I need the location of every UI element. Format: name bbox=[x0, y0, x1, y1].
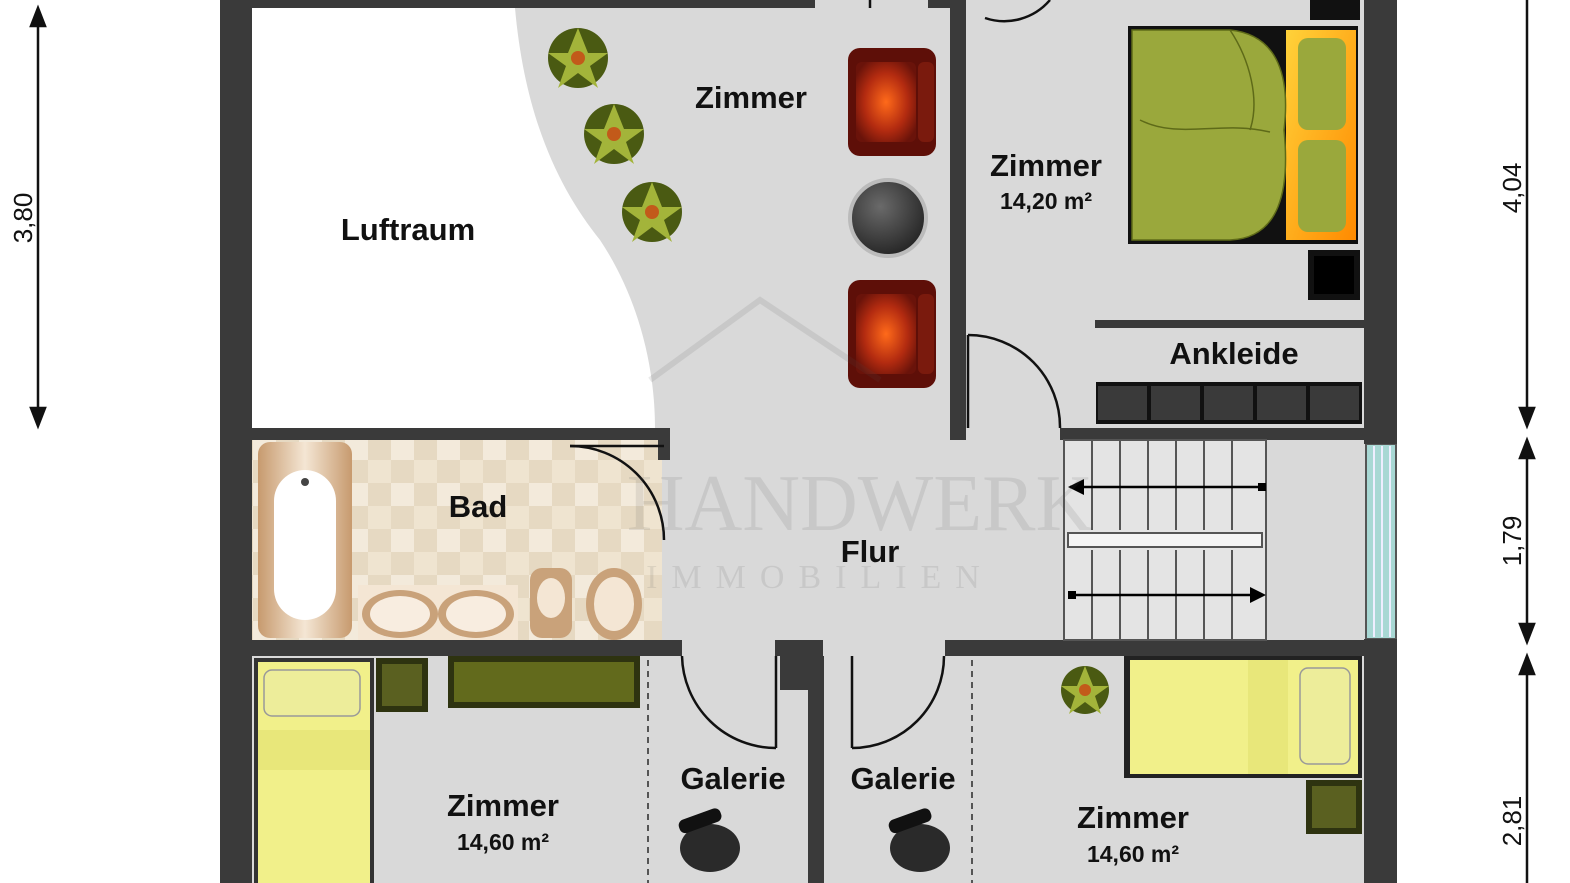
bathtub bbox=[258, 442, 352, 638]
svg-text:IMMOBILIEN: IMMOBILIEN bbox=[646, 559, 994, 596]
room-label-zimmer-top-middle: Zimmer bbox=[695, 80, 807, 115]
room-area-zimmer-top-right: 14,20 m² bbox=[1000, 188, 1092, 214]
staircase bbox=[1063, 439, 1267, 641]
dimension-label-right-top: 4,04 bbox=[1497, 163, 1527, 214]
plant-1 bbox=[548, 28, 608, 88]
dimension-line-left bbox=[29, 4, 47, 430]
bidet bbox=[586, 568, 642, 640]
room-label-zimmer-bottom-left: Zimmer bbox=[447, 788, 559, 823]
room-label-ankleide: Ankleide bbox=[1169, 336, 1298, 371]
dimension-label-left: 3,80 bbox=[8, 193, 38, 244]
double-bed bbox=[1128, 26, 1358, 244]
nightstand-top bbox=[1310, 0, 1360, 20]
svg-text:HANDWERK: HANDWERK bbox=[627, 460, 1094, 548]
office-chair-left bbox=[678, 808, 740, 872]
door-swings bbox=[569, 0, 1062, 750]
room-label-luftraum: Luftraum bbox=[341, 212, 475, 247]
toilet bbox=[530, 568, 572, 638]
washbasins bbox=[358, 585, 518, 640]
room-label-galerie-right: Galerie bbox=[850, 761, 955, 796]
dimension-line-right-bottom bbox=[1518, 652, 1536, 883]
walls bbox=[220, 0, 1397, 883]
room-label-zimmer-top-right: Zimmer bbox=[990, 148, 1102, 183]
room-area-zimmer-bottom-right: 14,60 m² bbox=[1087, 841, 1179, 867]
plant-4 bbox=[1061, 666, 1109, 714]
room-label-bad: Bad bbox=[449, 489, 508, 524]
plant-3 bbox=[622, 182, 682, 242]
round-table bbox=[848, 178, 928, 258]
dimension-label-right-bottom: 2,81 bbox=[1497, 796, 1527, 847]
single-bed-left bbox=[254, 658, 374, 883]
plant-2 bbox=[584, 104, 644, 164]
room-label-zimmer-bottom-right: Zimmer bbox=[1077, 800, 1189, 835]
dimension-label-right-middle: 1,79 bbox=[1497, 516, 1527, 567]
armchair-top bbox=[848, 48, 936, 156]
office-chair-right bbox=[888, 808, 950, 872]
dimension-line-right-top bbox=[1518, 0, 1536, 430]
wardrobe bbox=[1096, 382, 1362, 424]
room-label-flur: Flur bbox=[841, 534, 900, 569]
single-bed-right bbox=[1124, 656, 1362, 778]
luftraum-area bbox=[252, 8, 655, 428]
room-label-galerie-left: Galerie bbox=[680, 761, 785, 796]
dimension-line-right-middle bbox=[1518, 436, 1536, 646]
room-area-zimmer-bottom-left: 14,60 m² bbox=[457, 829, 549, 855]
armchair-bottom bbox=[848, 280, 936, 388]
watermark: HANDWERK IMMOBILIEN bbox=[627, 296, 1094, 596]
